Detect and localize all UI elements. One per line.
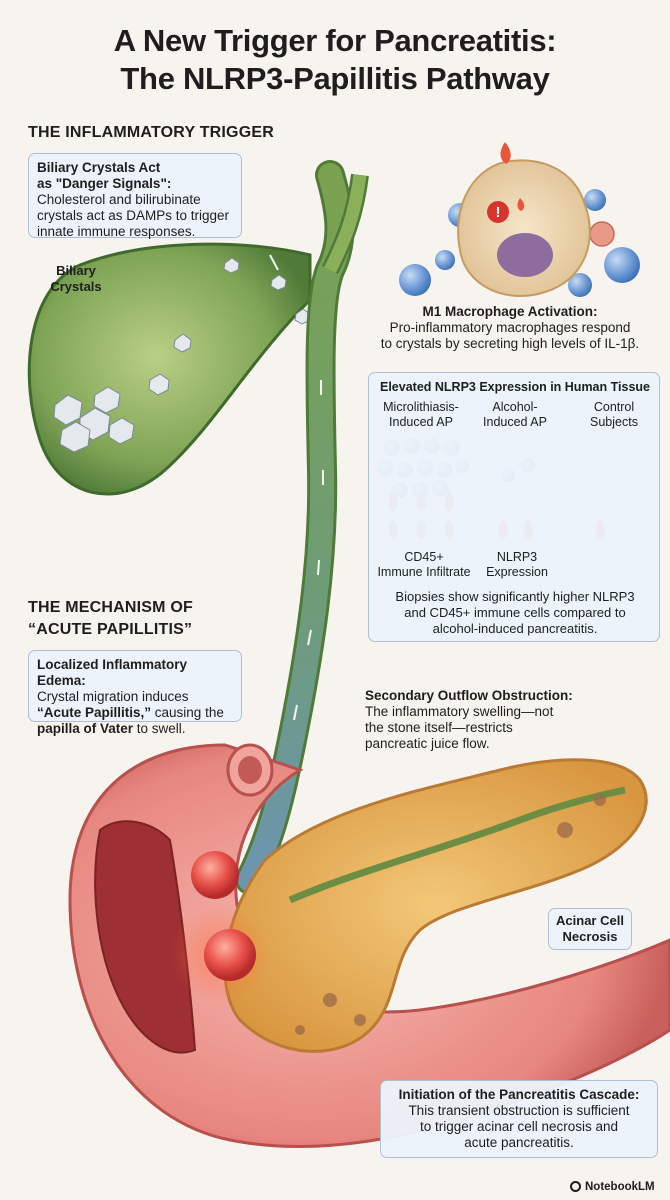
svg-text:!: ! (496, 204, 501, 221)
column-microlithiasis: Microlithiasis- Induced AP (371, 400, 471, 430)
crystals-box-line-3: innate immune responses. (37, 224, 196, 239)
macrophage-line-2: to crystals by secreting high levels of … (380, 336, 640, 351)
nlrp3-panel: Elevated NLRP3 Expression in Human Tissu… (368, 372, 660, 642)
obstruction-line-1: The inflammatory swelling—not (365, 704, 554, 719)
obstruction-line-2: the stone itself—restricts (365, 720, 513, 735)
section-heading-mechanism-line-1: THE MECHANISM OF (28, 599, 193, 616)
biliary-crystals-label-line-2: Crystals (50, 279, 102, 294)
section-heading-mechanism-line-2: “ACUTE PAPILLITIS” (28, 621, 193, 638)
column-alcohol: Alcohol- Induced AP (475, 400, 555, 430)
acute-papillitis-term: “Acute Papillitis,” (37, 705, 152, 720)
acinar-necrosis-line-1: Acinar Cell (556, 913, 624, 928)
macrophage-heading: M1 Macrophage Activation: (422, 304, 598, 319)
legend-cd45-line-2: Immune Infiltrate (377, 565, 471, 579)
nlrp3-footer-line-2: and CD45+ immune cells compared to (404, 605, 626, 620)
edema-line-3-rest: to swell. (133, 721, 186, 736)
notebooklm-logo-icon (570, 1181, 581, 1192)
page-title: A New Trigger for Pancreatitis: The NLRP… (0, 22, 670, 98)
brand-text: NotebookLM (585, 1181, 655, 1193)
acinar-necrosis-line-2: Necrosis (562, 929, 618, 944)
section-heading-mechanism: THE MECHANISM OF “ACUTE PAPILLITIS” (28, 597, 193, 641)
crystals-box-heading-1: Biliary Crystals Act (37, 160, 161, 175)
column-microlithiasis-line-2: Induced AP (389, 415, 453, 429)
brand-mark: NotebookLM (570, 1180, 666, 1196)
legend-cd45-line-1: CD45+ (404, 550, 444, 564)
obstruction-heading: Secondary Outflow Obstruction: (365, 688, 573, 703)
column-control: Control Subjects (569, 400, 659, 430)
edema-box: Localized Inflammatory Edema: Crystal mi… (28, 650, 242, 736)
edema-line-3: papilla of Vater to swell. (37, 721, 233, 737)
biliary-crystals-label-line-1: Biliary (56, 263, 96, 278)
cascade-line-3: acute pancreatitis. (464, 1135, 574, 1150)
nlrp3-panel-heading: Elevated NLRP3 Expression in Human Tissu… (380, 380, 650, 394)
legend-cd45: CD45+ Immune Infiltrate (369, 550, 479, 580)
legend-nlrp3: NLRP3 Expression (479, 550, 555, 580)
cascade-box: Initiation of the Pancreatitis Cascade: … (380, 1080, 658, 1158)
cascade-line-2: to trigger acinar cell necrosis and (419, 1119, 619, 1134)
cascade-heading: Initiation of the Pancreatitis Cascade: (398, 1087, 640, 1102)
crystals-danger-box: Biliary Crystals Act as "Danger Signals"… (28, 153, 242, 239)
obstruction-line-3: pancreatic juice flow. (365, 736, 490, 751)
edema-line-1: Crystal migration induces (37, 689, 189, 704)
acinar-necrosis-label: Acinar Cell Necrosis (548, 908, 632, 950)
legend-nlrp3-line-2: Expression (486, 565, 548, 579)
column-alcohol-line-2: Induced AP (483, 415, 547, 429)
crystals-box-line-2: crystals act as DAMPs to trigger (37, 208, 230, 223)
cascade-line-1: This transient obstruction is sufficient (408, 1103, 630, 1118)
crystals-box-heading-2: as "Danger Signals": (37, 176, 172, 191)
macrophage-caption: M1 Macrophage Activation: Pro-inflammato… (360, 304, 660, 352)
title-line-2: The NLRP3-Papillitis Pathway (120, 61, 550, 96)
macrophage-line-1: Pro-inflammatory macrophages respond (389, 320, 631, 335)
nlrp3-footer-line-1: Biopsies show significantly higher NLRP3 (395, 589, 635, 604)
papilla-of-vater-term: papilla of Vater (37, 721, 134, 736)
biliary-crystals-label: Biliary Crystals (40, 263, 112, 295)
column-microlithiasis-line-1: Microlithiasis- (383, 400, 459, 414)
obstruction-caption: Secondary Outflow Obstruction: The infla… (365, 688, 645, 752)
column-control-line-1: Control (593, 400, 635, 414)
column-alcohol-line-1: Alcohol- (492, 400, 538, 414)
edema-line-2-rest: causing the (151, 705, 224, 720)
nlrp3-footer-line-3: alcohol-induced pancreatitis. (432, 621, 598, 636)
title-line-1: A New Trigger for Pancreatitis: (113, 23, 557, 58)
nlrp3-panel-footer: Biopsies show significantly higher NLRP3… (369, 589, 661, 637)
crystals-box-line-1: Cholesterol and bilirubinate (37, 192, 201, 207)
edema-line-2: “Acute Papillitis,” causing the (37, 705, 233, 721)
section-heading-trigger: THE INFLAMMATORY TRIGGER (28, 124, 274, 141)
legend-nlrp3-line-1: NLRP3 (496, 550, 538, 564)
column-control-line-2: Subjects (590, 415, 638, 429)
edema-heading: Localized Inflammatory Edema: (37, 657, 188, 688)
